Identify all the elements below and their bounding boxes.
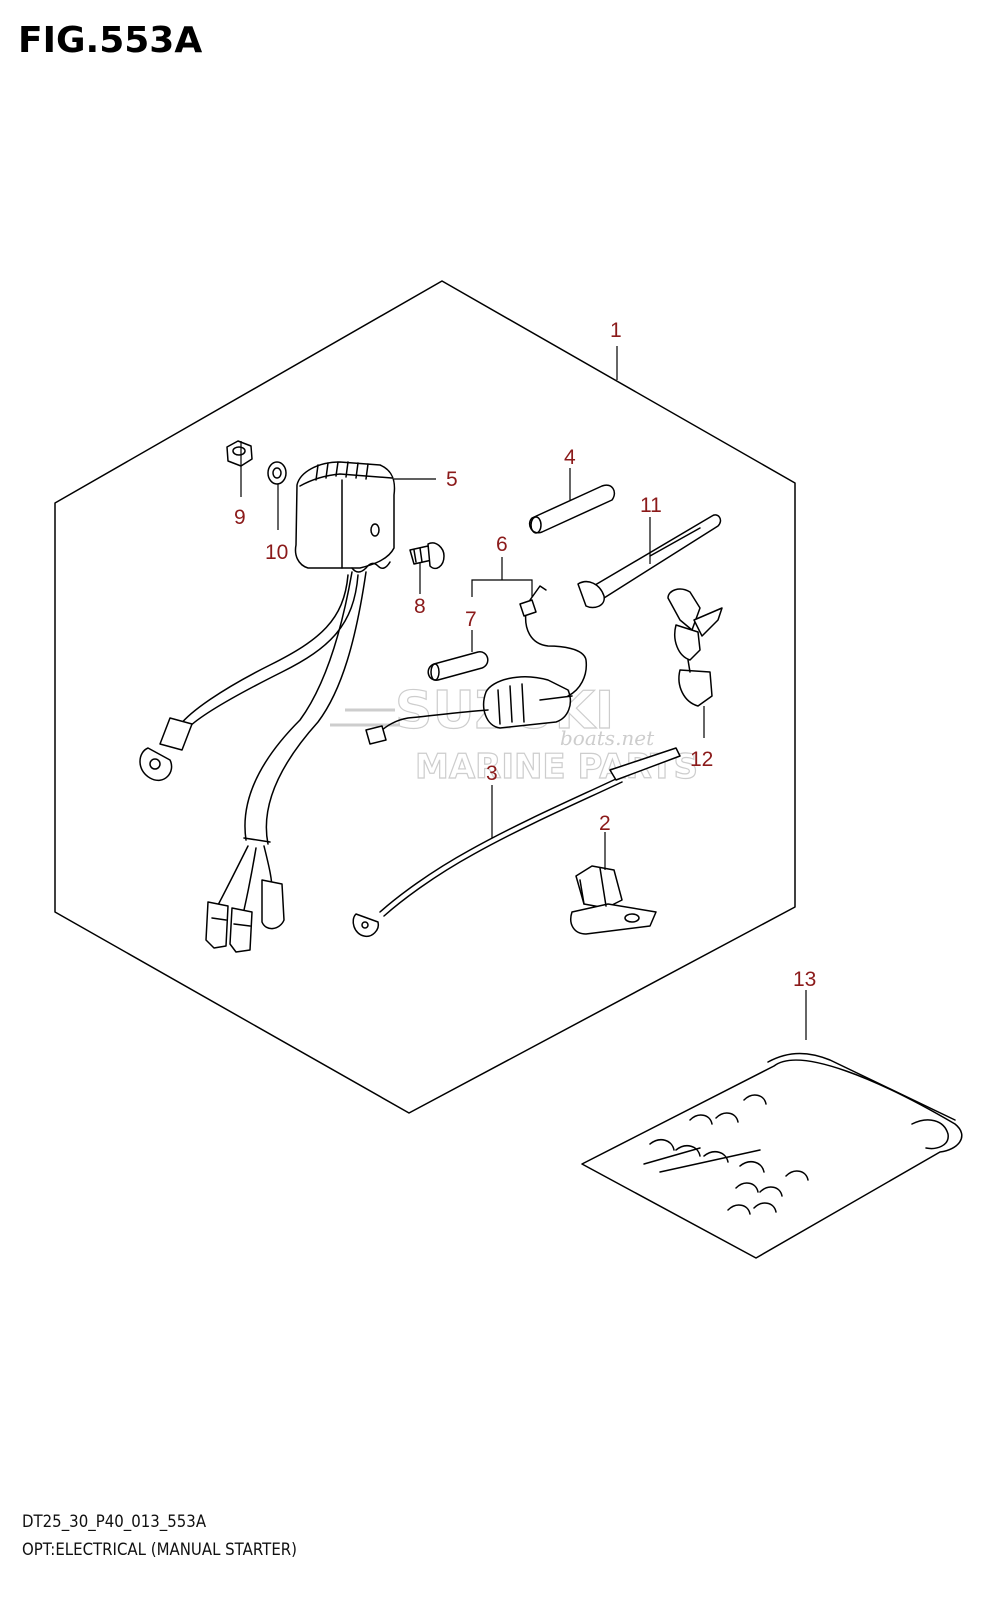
callout-6: 6 [496,533,508,556]
fuse-holder-fuse-icon [427,651,489,681]
callouts: 1 2 3 4 5 6 7 8 9 10 11 12 13 [234,319,816,991]
figure-caption: OPT:ELECTRICAL (MANUAL STARTER) [22,1540,298,1560]
callout-7: 7 [465,608,477,631]
kit-outline [54,280,796,1114]
callout-8: 8 [414,595,426,618]
callout-1: 1 [610,319,622,342]
rectifier-icon [294,461,396,573]
callout-9: 9 [234,506,246,529]
callout-2: 2 [599,812,611,835]
callout-10: 10 [265,541,288,564]
callout-12: 12 [690,748,713,771]
watermark-subtitle: MARINE PARTS [415,747,698,787]
callout-13: 13 [793,968,816,991]
callout-3: 3 [486,762,498,785]
callout-11: 11 [640,494,662,517]
nut-icon [226,440,253,467]
clamp-icon [667,588,723,707]
figure-code: DT25_30_P40_013_553A [22,1512,207,1532]
callout-4: 4 [564,446,576,469]
rectifier-harness [139,571,367,953]
figure-title: FIG.553A [18,20,203,61]
watermark-script: boats.net [560,726,655,750]
callout-5: 5 [446,468,458,491]
bolt-icon [409,542,445,570]
lead-wire-icon [352,747,681,938]
washer-icon [267,461,287,485]
bracket-icon [570,865,657,935]
leader-lines [240,346,807,1040]
fuse-icon [528,484,616,534]
manual-bag-icon [581,1052,963,1259]
fuse-holder-icon [365,585,588,745]
cable-tie-icon [577,514,722,609]
